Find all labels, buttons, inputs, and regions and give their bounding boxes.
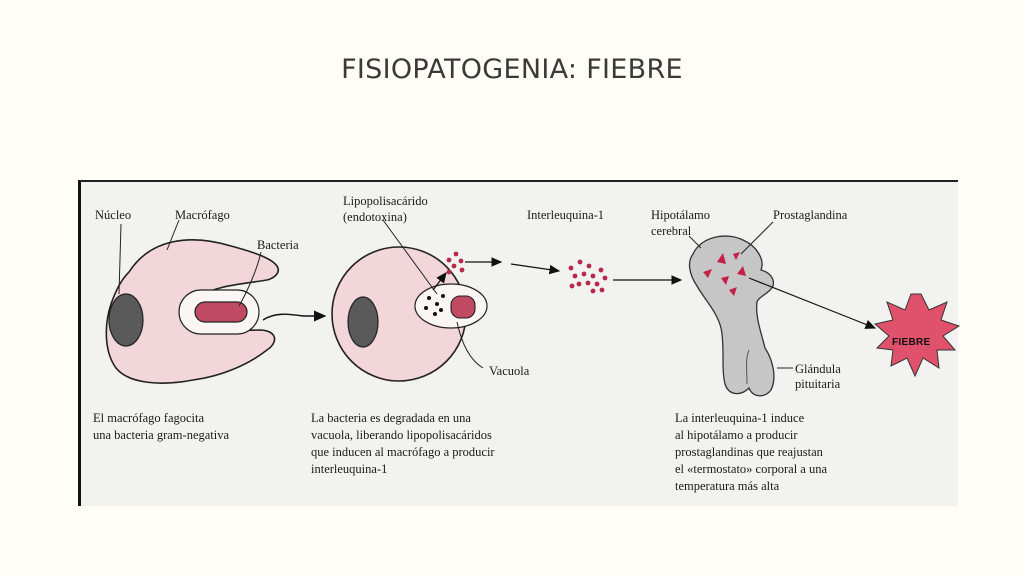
- label-pituitaria: pituitaria: [795, 377, 841, 391]
- macrophage-nucleus: [108, 293, 144, 347]
- slide-title: FISIOPATOGENIA: FIEBRE: [341, 54, 683, 85]
- label-cerebral: cerebral: [651, 224, 692, 238]
- label-bacteria: Bacteria: [257, 238, 299, 252]
- degraded-bacteria: [450, 295, 476, 319]
- label-fiebre: FIEBRE: [892, 337, 931, 348]
- fever-burst: [873, 293, 961, 378]
- label-hipotalamo: Hipotálamo: [651, 208, 711, 222]
- prostaglandin-triangles: [703, 252, 746, 296]
- label-endotoxina: (endotoxina): [343, 210, 407, 224]
- il1-release-dots: [446, 251, 465, 275]
- label-interleuquina: Interleuquina-1: [527, 208, 605, 222]
- label-macrofago: Macrófago: [175, 208, 230, 222]
- caption-step-1: El macrófago fagocita una bacteria gram-…: [93, 411, 230, 442]
- lps-dots: [424, 294, 445, 316]
- hypothalamus: [688, 235, 775, 397]
- label-lipopolisacarido: Lipopolisacárido: [343, 194, 428, 208]
- interleukin-dots: [568, 259, 608, 294]
- fever-pathogenesis-diagram: Núcleo Macrófago Bacteria Lipopolisacári…: [78, 180, 961, 506]
- caption-step-2: La bacteria es degradada en una vacuola,…: [311, 411, 495, 476]
- label-nucleo: Núcleo: [95, 208, 132, 222]
- label-prostaglandina: Prostaglandina: [773, 208, 848, 222]
- label-vacuola: Vacuola: [489, 364, 530, 378]
- nucleus-2: [347, 296, 379, 348]
- bacteria: [194, 301, 248, 323]
- label-glandula: Glándula: [795, 362, 841, 376]
- diagram-artwork: [105, 219, 961, 397]
- caption-step-3: La interleuquina-1 induce al hipotálamo …: [675, 411, 828, 493]
